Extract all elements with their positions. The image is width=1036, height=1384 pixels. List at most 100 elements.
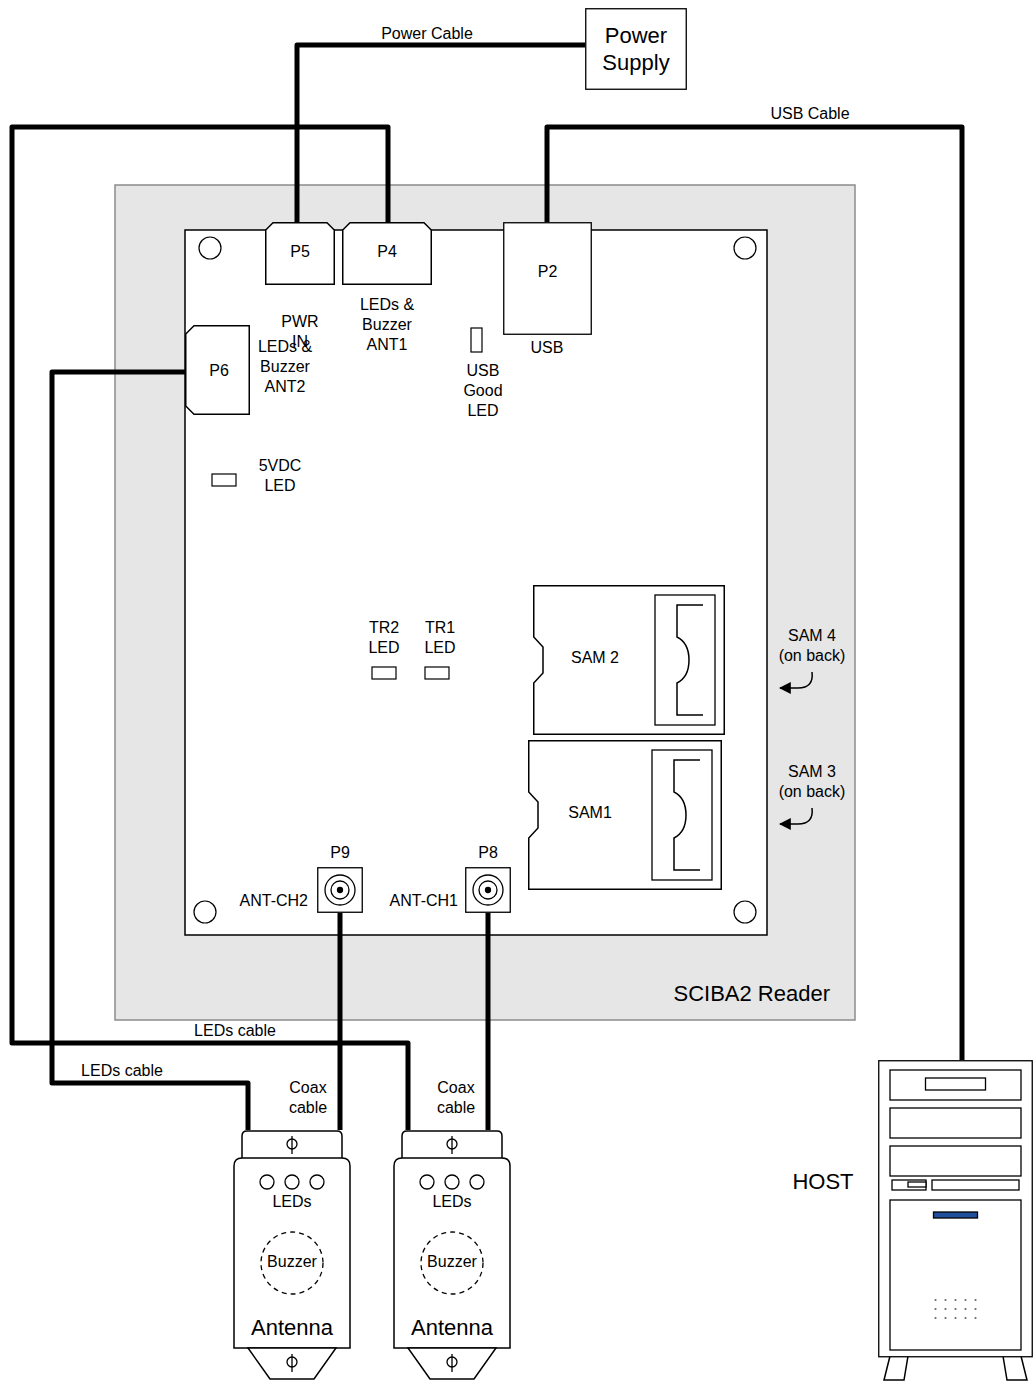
antenna-jack: P9ANT-CH2 bbox=[317, 867, 363, 913]
part-label: USB Good LED bbox=[458, 361, 508, 421]
vent-hole bbox=[964, 1317, 966, 1319]
usb-connector: P2USB bbox=[503, 222, 592, 335]
vent-hole bbox=[944, 1308, 946, 1310]
vent-hole bbox=[954, 1308, 956, 1310]
circle-mark bbox=[331, 881, 349, 899]
screw-mark bbox=[291, 1354, 292, 1372]
power-supply-box: Power Supply bbox=[585, 8, 687, 90]
led-symbol bbox=[372, 667, 396, 679]
component-label: P4 bbox=[342, 242, 432, 262]
component-label: SAM1 bbox=[540, 803, 640, 823]
part-label: 5VDC LED bbox=[255, 456, 305, 496]
vent-hole bbox=[934, 1299, 936, 1301]
component-caption: Buzzer bbox=[242, 1252, 342, 1272]
led-connector: P4LEDs & Buzzer ANT1 bbox=[342, 222, 432, 285]
panel-mark bbox=[586, 9, 687, 90]
component-label: P8 bbox=[458, 843, 518, 863]
component-label: P2 bbox=[503, 262, 592, 282]
cable-label: Coax cable bbox=[283, 1078, 333, 1118]
component-label: P9 bbox=[310, 843, 370, 863]
component-caption: ANT-CH2 bbox=[228, 891, 308, 911]
panel-mark bbox=[890, 1200, 1021, 1350]
cable-label: USB Cable bbox=[755, 104, 865, 124]
led-connector: P6LEDs & Buzzer ANT2 bbox=[185, 325, 250, 415]
vent-hole bbox=[944, 1317, 946, 1319]
antenna-unit: LEDsBuzzerAntenna bbox=[392, 1130, 512, 1382]
led-symbol bbox=[425, 667, 449, 679]
panel-mark bbox=[655, 595, 715, 725]
component-caption: Antenna bbox=[232, 1314, 352, 1342]
outline bbox=[248, 1348, 336, 1379]
component-label: SCIBA2 Reader bbox=[610, 980, 830, 1008]
circle-mark bbox=[285, 1175, 299, 1189]
led-symbol bbox=[471, 328, 482, 352]
vent-hole bbox=[934, 1308, 936, 1310]
sam-socket-outline bbox=[528, 740, 722, 890]
vent-hole bbox=[974, 1299, 976, 1301]
panel-mark bbox=[652, 750, 712, 880]
outline bbox=[242, 1131, 342, 1160]
circle-mark bbox=[325, 875, 355, 905]
circle-mark bbox=[479, 881, 497, 899]
sam-socket: SAM1 bbox=[528, 740, 722, 890]
vent-hole bbox=[934, 1317, 936, 1319]
panel-mark bbox=[890, 1108, 1021, 1138]
panel-mark bbox=[932, 1180, 1019, 1190]
vent-hole bbox=[964, 1308, 966, 1310]
part-label: SAM 3 (on back) bbox=[776, 762, 848, 802]
mounting-hole bbox=[194, 901, 216, 923]
cable-label: LEDs cable bbox=[180, 1021, 290, 1041]
power-connector: P5PWR IN bbox=[265, 222, 335, 285]
vent-hole bbox=[974, 1317, 976, 1319]
outline bbox=[529, 741, 722, 890]
outline bbox=[266, 223, 335, 285]
circle-mark bbox=[338, 888, 343, 893]
reader-board: SCIBA2 ReaderP5PWR INP4LEDs & Buzzer ANT… bbox=[115, 185, 855, 1020]
component-caption: USB bbox=[517, 338, 577, 358]
panel-mark bbox=[318, 868, 363, 913]
outline bbox=[343, 223, 432, 285]
component-label: HOST bbox=[778, 1168, 868, 1196]
host-computer-outline bbox=[878, 1060, 1033, 1382]
panel-mark bbox=[934, 1212, 978, 1218]
outline bbox=[884, 1356, 908, 1380]
component-label: P6 bbox=[189, 361, 249, 381]
vent-hole bbox=[974, 1308, 976, 1310]
sam-socket: SAM 2 bbox=[533, 585, 725, 735]
component-caption: LEDs & Buzzer ANT1 bbox=[352, 295, 422, 355]
outline bbox=[186, 326, 250, 415]
reader-housing bbox=[115, 185, 855, 1020]
cable bbox=[486, 913, 491, 1130]
circuit-board bbox=[185, 230, 767, 935]
screw-mark bbox=[451, 1136, 452, 1154]
component-caption: LEDs & Buzzer ANT2 bbox=[250, 337, 320, 397]
mounting-hole bbox=[734, 901, 756, 923]
outline bbox=[534, 586, 725, 735]
cable-label: Coax cable bbox=[431, 1078, 481, 1118]
vent-hole bbox=[954, 1299, 956, 1301]
panel-mark bbox=[892, 1180, 926, 1190]
panel-mark bbox=[504, 223, 592, 335]
panel-mark bbox=[466, 868, 511, 913]
panel-mark bbox=[879, 1061, 1033, 1357]
part-label: TR2 LED bbox=[362, 618, 407, 658]
component-caption: Antenna bbox=[392, 1314, 512, 1342]
vent-hole bbox=[964, 1299, 966, 1301]
outline bbox=[408, 1348, 496, 1379]
antenna-unit: LEDsBuzzerAntenna bbox=[232, 1130, 352, 1382]
cable-label: Power Cable bbox=[367, 24, 487, 44]
host-computer: HOST bbox=[878, 1060, 1033, 1382]
component-label: P5 bbox=[265, 242, 335, 262]
cable bbox=[297, 45, 585, 222]
part-label: SAM 4 (on back) bbox=[776, 626, 848, 666]
panel-mark bbox=[890, 1146, 1021, 1176]
antenna-jack-outline bbox=[465, 867, 511, 913]
circle-mark bbox=[260, 1175, 274, 1189]
panel-mark bbox=[926, 1078, 986, 1090]
component-caption: Buzzer bbox=[402, 1252, 502, 1272]
circle-mark bbox=[445, 1175, 459, 1189]
component-label: LEDs bbox=[242, 1192, 342, 1212]
pointer-arrow bbox=[780, 808, 812, 824]
